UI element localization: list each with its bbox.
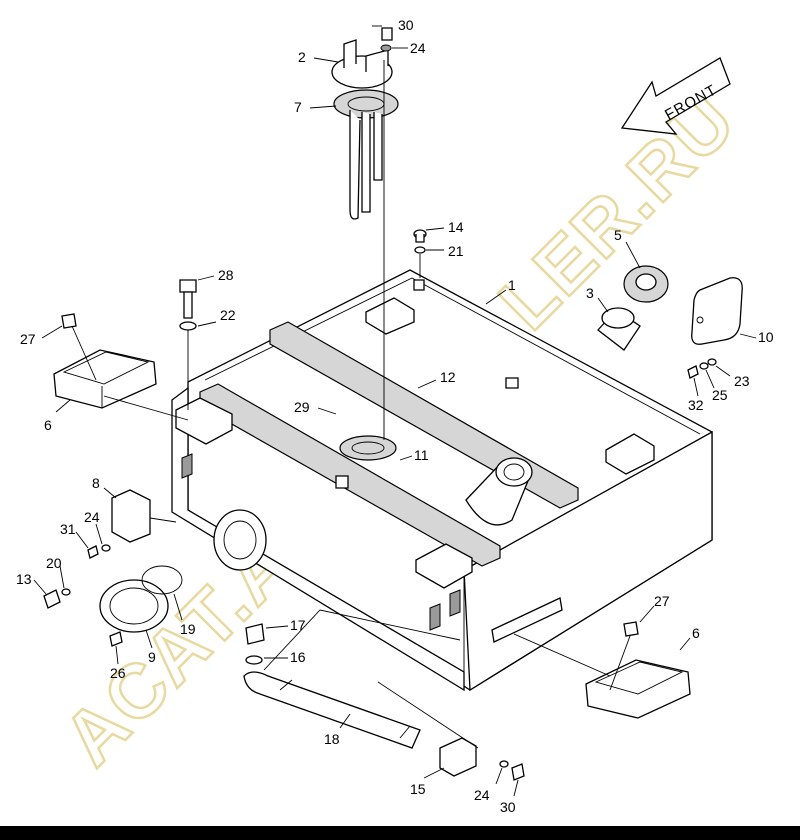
fitting-17 <box>245 623 265 665</box>
callouts: 30 24 2 7 14 21 5 28 1 3 22 27 10 23 25 … <box>16 17 774 815</box>
callout-27-right: 27 <box>654 593 670 609</box>
callout-19: 19 <box>180 621 196 637</box>
callout-9: 9 <box>148 649 156 665</box>
callout-6-right: 6 <box>692 625 700 641</box>
callout-30-top: 30 <box>398 17 414 33</box>
drain-cover <box>99 579 169 633</box>
callout-27-left: 27 <box>20 331 36 347</box>
callout-12: 12 <box>440 369 456 385</box>
fuel-tank <box>171 269 713 692</box>
callout-26: 26 <box>110 665 126 681</box>
screw-30-top <box>380 27 393 52</box>
callout-8: 8 <box>92 475 100 491</box>
callout-10: 10 <box>758 329 774 345</box>
callout-21: 21 <box>448 243 464 259</box>
gasket <box>141 565 183 595</box>
callout-18: 18 <box>324 731 340 747</box>
callout-23: 23 <box>734 373 750 389</box>
callout-20: 20 <box>46 555 62 571</box>
callout-7: 7 <box>294 99 302 115</box>
callout-3: 3 <box>586 285 594 301</box>
callout-29: 29 <box>294 399 310 415</box>
screw-14 <box>413 229 427 278</box>
bottom-border <box>0 826 800 840</box>
drain-plug <box>43 588 71 609</box>
callout-17: 17 <box>290 617 306 633</box>
bracket-8 <box>111 489 177 543</box>
callout-14: 14 <box>448 219 464 235</box>
callout-32: 32 <box>688 397 704 413</box>
sensor-15 <box>377 681 479 777</box>
callout-30-bottom: 30 <box>500 799 516 815</box>
step-right <box>513 633 691 719</box>
callout-22: 22 <box>220 307 236 323</box>
bolt-26 <box>109 631 123 647</box>
callout-15: 15 <box>410 781 426 797</box>
bolt-27-left <box>61 313 97 381</box>
access-cover <box>691 277 743 345</box>
bolt-28 <box>179 279 197 410</box>
screws-bottom <box>499 760 525 781</box>
hose <box>243 609 461 749</box>
sender-unit <box>331 39 399 440</box>
callout-16: 16 <box>290 649 306 665</box>
step-left <box>53 349 189 421</box>
front-arrow: FRONT <box>620 57 731 135</box>
callout-1: 1 <box>508 277 516 293</box>
strainer <box>597 307 641 351</box>
callout-28: 28 <box>218 267 234 283</box>
callout-11: 11 <box>414 447 429 463</box>
callout-5: 5 <box>614 227 622 243</box>
bolt-27-right <box>609 621 639 691</box>
bolts-10 <box>687 358 717 379</box>
callout-25: 25 <box>712 387 728 403</box>
filler-cap <box>623 265 669 303</box>
callout-24-bottom: 24 <box>474 787 490 803</box>
callout-24-top: 24 <box>410 40 426 56</box>
callout-6-left: 6 <box>44 417 52 433</box>
screw-31 <box>87 544 111 559</box>
callout-24-left: 24 <box>84 509 100 525</box>
callout-13: 13 <box>16 571 32 587</box>
callout-2: 2 <box>298 49 306 65</box>
callout-31: 31 <box>60 521 76 537</box>
